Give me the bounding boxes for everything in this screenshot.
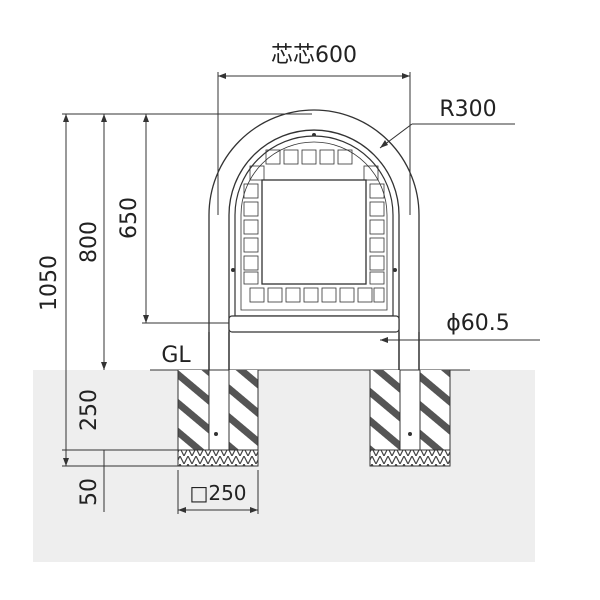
dim-base-depth: 50	[77, 478, 102, 506]
right-leg-embedded	[399, 369, 421, 451]
crossbar	[228, 315, 400, 333]
dim-embed-depth: 250	[77, 389, 102, 431]
dim-radius: R300	[439, 97, 496, 122]
left-leg-embedded	[208, 369, 230, 451]
dim-height-650: 650	[117, 197, 142, 239]
dim-footing-size: □250	[189, 481, 246, 505]
dim-height-800: 800	[77, 221, 102, 263]
ground-line-label: GL	[161, 343, 191, 368]
panel-frame	[234, 135, 394, 317]
dim-total-height: 1050	[37, 255, 62, 311]
dim-pipe-diameter: ϕ60.5	[446, 311, 510, 336]
panel-grid	[243, 149, 385, 303]
dim-center-width: 芯芯600	[271, 43, 357, 68]
